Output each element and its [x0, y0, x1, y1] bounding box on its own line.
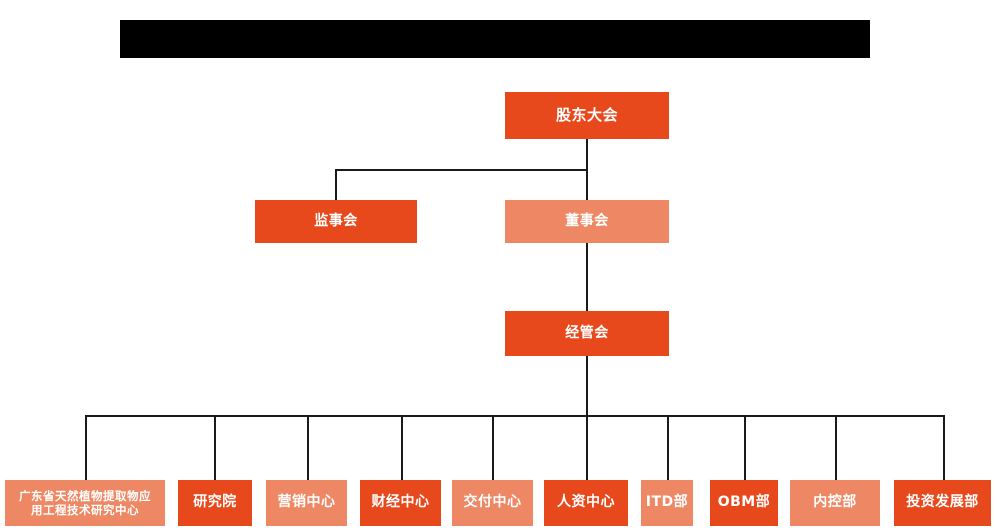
node-department-obm[interactable]: OBM部 [710, 480, 778, 526]
connector-drop-dept-9 [835, 415, 837, 480]
node-department-research-center[interactable]: 广东省天然植物提取物应 用工程技术研究中心 [5, 480, 165, 526]
node-board-of-directors-label: 董事会 [565, 212, 609, 229]
node-department-delivery-center[interactable]: 交付中心 [452, 480, 533, 526]
node-department-finance-center-label: 财经中心 [371, 494, 430, 511]
connector-drop-dept-4 [401, 415, 403, 480]
node-department-research-institute-label: 研究院 [193, 494, 237, 511]
node-department-finance-center[interactable]: 财经中心 [360, 480, 441, 526]
node-shareholders-meeting-label: 股东大会 [555, 106, 618, 125]
node-management-committee-label: 经管会 [565, 324, 609, 341]
node-department-internal-control[interactable]: 内控部 [790, 480, 880, 526]
node-department-marketing-center-label: 营销中心 [277, 494, 336, 511]
connector-drop-dept-10 [943, 415, 945, 480]
node-board-of-directors[interactable]: 董事会 [505, 200, 669, 243]
node-department-marketing-center[interactable]: 营销中心 [266, 480, 347, 526]
connector-drop-dept-2 [214, 415, 216, 480]
connector-supervisors-drop [335, 169, 337, 201]
redacted-title-bar [120, 20, 870, 58]
node-department-investment-development-label: 投资发展部 [906, 494, 979, 511]
research-center-line-1: 广东省天然植物提取物应 [19, 488, 151, 503]
research-center-line-2: 用工程技术研究中心 [31, 503, 139, 517]
node-department-hr-center-label: 人资中心 [557, 494, 615, 511]
node-board-of-supervisors[interactable]: 监事会 [255, 200, 417, 243]
connector-management-trunk [586, 356, 588, 416]
connector-drop-dept-5 [492, 415, 494, 480]
connector-directors-to-management [586, 243, 588, 311]
node-department-delivery-center-label: 交付中心 [463, 494, 522, 511]
node-department-research-institute[interactable]: 研究院 [178, 480, 252, 526]
node-department-itd-label: ITD部 [645, 494, 689, 511]
connector-drop-dept-1 [85, 415, 87, 480]
connector-drop-dept-8 [744, 415, 746, 480]
node-department-internal-control-label: 内控部 [813, 494, 857, 511]
connector-drop-dept-6 [586, 415, 588, 480]
node-department-obm-label: OBM部 [717, 494, 771, 511]
connector-shareholders-branch [335, 169, 588, 171]
node-department-investment-development[interactable]: 投资发展部 [894, 480, 991, 526]
node-management-committee[interactable]: 经管会 [505, 311, 669, 356]
connector-department-bus [85, 415, 944, 417]
node-department-itd[interactable]: ITD部 [641, 480, 693, 526]
connector-drop-dept-3 [307, 415, 309, 480]
node-board-of-supervisors-label: 监事会 [314, 212, 358, 229]
node-department-hr-center[interactable]: 人资中心 [544, 480, 628, 526]
node-shareholders-meeting[interactable]: 股东大会 [505, 92, 669, 139]
connector-drop-dept-7 [667, 415, 669, 480]
node-department-research-center-label: 广东省天然植物提取物应 用工程技术研究中心 [15, 489, 155, 518]
